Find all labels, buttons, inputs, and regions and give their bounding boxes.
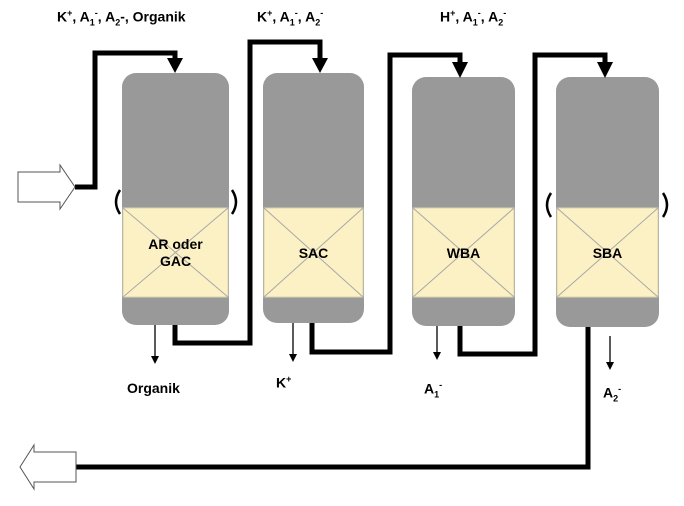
- pipe-1-2: [172, 39, 323, 346]
- stream-label-2: K+, A1-, A2-: [257, 8, 324, 28]
- bracket-open: [114, 189, 122, 215]
- column-label-sba: SBA: [592, 245, 623, 261]
- resin-bed-cross: [122, 207, 229, 298]
- resin-bed-cross: [556, 207, 659, 298]
- stream-label-3: H+, A1-, A2-: [440, 8, 507, 28]
- bracket-close: [230, 189, 238, 215]
- resin-bed-cross: [412, 207, 515, 298]
- output-label-k: K+: [276, 374, 292, 391]
- resin-bed-cross: [263, 207, 364, 298]
- pipe-2-3: [309, 52, 463, 355]
- bracket-open: [545, 192, 553, 218]
- feed-pipe: [75, 50, 178, 190]
- bracket-close: [661, 192, 669, 218]
- column-label-wba: WBA: [446, 245, 481, 261]
- arrowhead: [312, 58, 328, 73]
- hollow-arrow-left-icon: [19, 443, 77, 491]
- output-label-organik: Organik: [127, 380, 180, 396]
- feed-composition-label: K+, A1-, A2-, Organik: [57, 8, 186, 28]
- arrowhead: [452, 62, 468, 78]
- pipe-3-4: [457, 52, 608, 357]
- hollow-arrow-right-icon: [17, 163, 76, 211]
- output-label-a2: A2-: [603, 384, 622, 404]
- product-pipe: [75, 327, 591, 470]
- column-label-sac: SAC: [298, 245, 329, 261]
- arrowhead: [597, 62, 613, 78]
- arrowhead: [167, 58, 183, 73]
- output-label-a1: A1-: [424, 380, 443, 400]
